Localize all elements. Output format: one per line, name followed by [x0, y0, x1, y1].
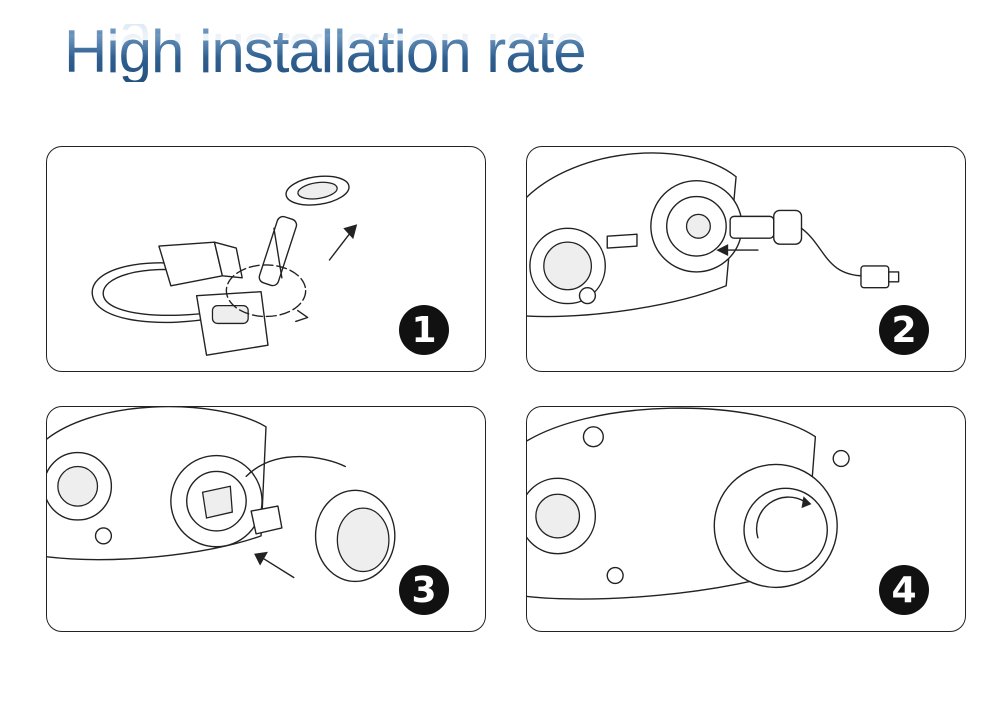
step-number-badge: 1	[399, 305, 449, 355]
bulb-insertion-illustration	[527, 152, 900, 318]
title-reflection: High installation rate	[64, 21, 586, 88]
step-panel-2: 2	[526, 146, 966, 372]
title-block: High installation rate High installation…	[64, 21, 704, 132]
cap-replacement-illustration	[47, 407, 396, 583]
step-panel-1: 1	[46, 146, 486, 372]
bulb-removal-illustration	[91, 175, 358, 356]
step-number-badge: 3	[399, 565, 449, 615]
step-panel-4: 4	[526, 406, 966, 632]
page-title: High installation rate	[64, 22, 704, 82]
step-number-badge: 4	[879, 565, 929, 615]
step-number-badge: 2	[879, 305, 929, 355]
cap-locked-illustration	[527, 407, 850, 600]
step-panel-3: 3	[46, 406, 486, 632]
